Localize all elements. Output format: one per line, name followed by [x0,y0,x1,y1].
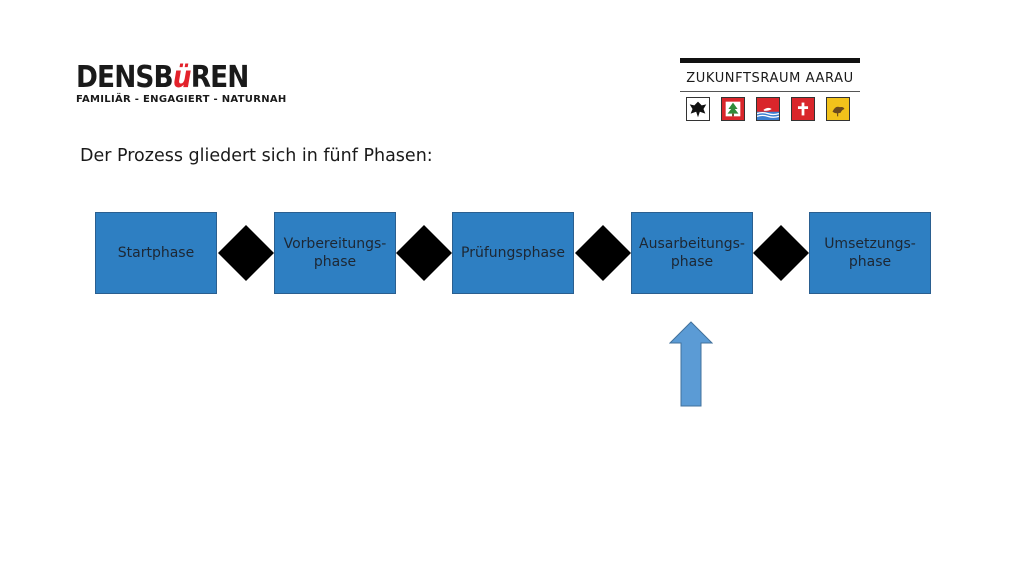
phase-box-implementation: Umsetzungs- phase [809,212,931,294]
phase-box-start: Startphase [95,212,217,294]
tree-crest-icon [721,97,745,121]
connector-diamond-4 [753,225,809,281]
phase-box-review: Prüfungsphase [452,212,574,294]
densbueren-logo: DENSBüREN FAMILIÄR - ENGAGIERT - NATURNA… [76,60,287,106]
cross-crest-icon [791,97,815,121]
logo-subtitle: FAMILIÄR - ENGAGIERT - NATURNAH [76,94,287,105]
bird-crest-icon [826,97,850,121]
current-phase-arrow-icon [669,321,713,407]
eagle-crest-icon [686,97,710,121]
logo-divider [680,91,860,92]
connector-diamond-3 [575,225,631,281]
logo-name: ZUKUNFTSRAUM AARAU [686,71,854,86]
swan-crest-icon [756,97,780,121]
crest-row [680,97,860,121]
phase-box-preparation: Vorbereitungs- phase [274,212,396,294]
connector-diamond-1 [218,225,274,281]
logo-bar [680,58,860,63]
phase-box-elaboration: Ausarbeitungs- phase [631,212,753,294]
page-heading: Der Prozess gliedert sich in fünf Phasen… [80,146,433,166]
logo-title: DENSBüREN [76,60,249,95]
zukunftsraum-logo: ZUKUNFTSRAUM AARAU [680,58,860,121]
connector-diamond-2 [396,225,452,281]
